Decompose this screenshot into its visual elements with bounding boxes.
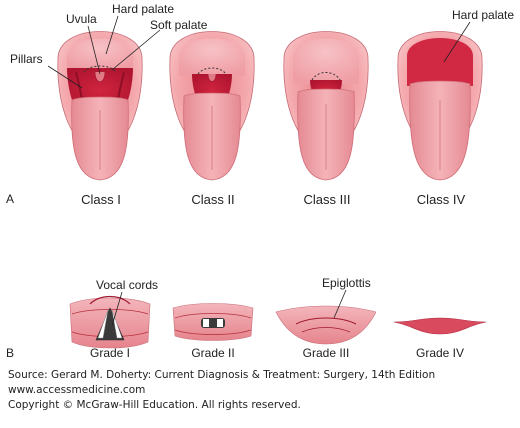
grade-3-label: Grade III	[302, 346, 350, 360]
leader-pillars	[47, 65, 83, 89]
larynx-grade-4	[393, 317, 487, 335]
soft-palate-arc	[83, 65, 117, 73]
upper-palate	[179, 38, 245, 76]
tissue-fold-2	[174, 329, 252, 335]
upper-palate	[67, 38, 133, 70]
source-line: Source: Gerard M. Doherty: Current Diagn…	[8, 369, 436, 381]
tissue-fold-1	[174, 313, 252, 319]
arytenoid-left	[203, 319, 209, 327]
label-hard-palate: Hard palate	[112, 2, 175, 16]
grade-2-label: Grade II	[191, 346, 235, 360]
source-credit: Source: Gerard M. Doherty: Current Diagn…	[8, 368, 435, 413]
vocal-cord-left	[97, 309, 109, 339]
larynx-grade-1	[69, 295, 151, 349]
mouth-class-4	[397, 31, 483, 181]
uvula-shape	[207, 73, 217, 82]
class-1-label: Class I	[81, 192, 121, 207]
larynx-grade-3	[275, 305, 377, 345]
epiglottis-rim	[89, 295, 131, 305]
panel-letter-a: A	[6, 192, 15, 206]
label-hard-palate-class4: Hard palate	[452, 8, 515, 22]
class-2-label: Class II	[191, 192, 235, 207]
leader-epiglottis	[333, 289, 347, 319]
soft-palate-arc	[197, 67, 227, 75]
hard-palate-area	[407, 38, 473, 86]
grade-1-label: Grade I	[89, 346, 131, 360]
leader-hard-palate-class4	[443, 21, 471, 63]
arytenoid-right	[217, 319, 223, 327]
leader-hard-palate	[105, 15, 119, 55]
panel-letter-b: B	[6, 346, 15, 360]
label-epiglottis: Epiglottis	[322, 276, 371, 290]
mouth-class-3	[283, 31, 369, 181]
laryngeal-tissue	[275, 305, 377, 345]
soft-palate-only	[393, 317, 487, 335]
upper-palate	[293, 38, 359, 84]
grade-4-label: Grade IV	[415, 346, 465, 360]
leader-soft-palate	[111, 29, 161, 71]
source-url: www.accessmedicine.com	[8, 384, 146, 396]
class-4-label: Class IV	[416, 192, 466, 207]
epiglottis-fold	[295, 317, 357, 325]
class-3-label: Class III	[303, 192, 351, 207]
leader-vocal-cords	[111, 291, 123, 327]
epiglottis-fold-2	[301, 327, 351, 333]
mouth-class-1	[57, 31, 143, 181]
label-vocal-cords: Vocal cords	[96, 278, 159, 292]
copyright-line: Copyright © McGraw-Hill Education. All r…	[8, 399, 301, 411]
label-soft-palate: Soft palate	[150, 18, 208, 32]
leader-uvula	[87, 25, 101, 75]
uvula-shape	[94, 71, 106, 83]
label-pillars: Pillars	[10, 52, 43, 66]
larynx-grade-2	[172, 303, 254, 341]
mouth-class-2	[169, 31, 255, 181]
soft-palate-arc	[311, 72, 341, 81]
label-uvula: Uvula	[66, 12, 97, 26]
